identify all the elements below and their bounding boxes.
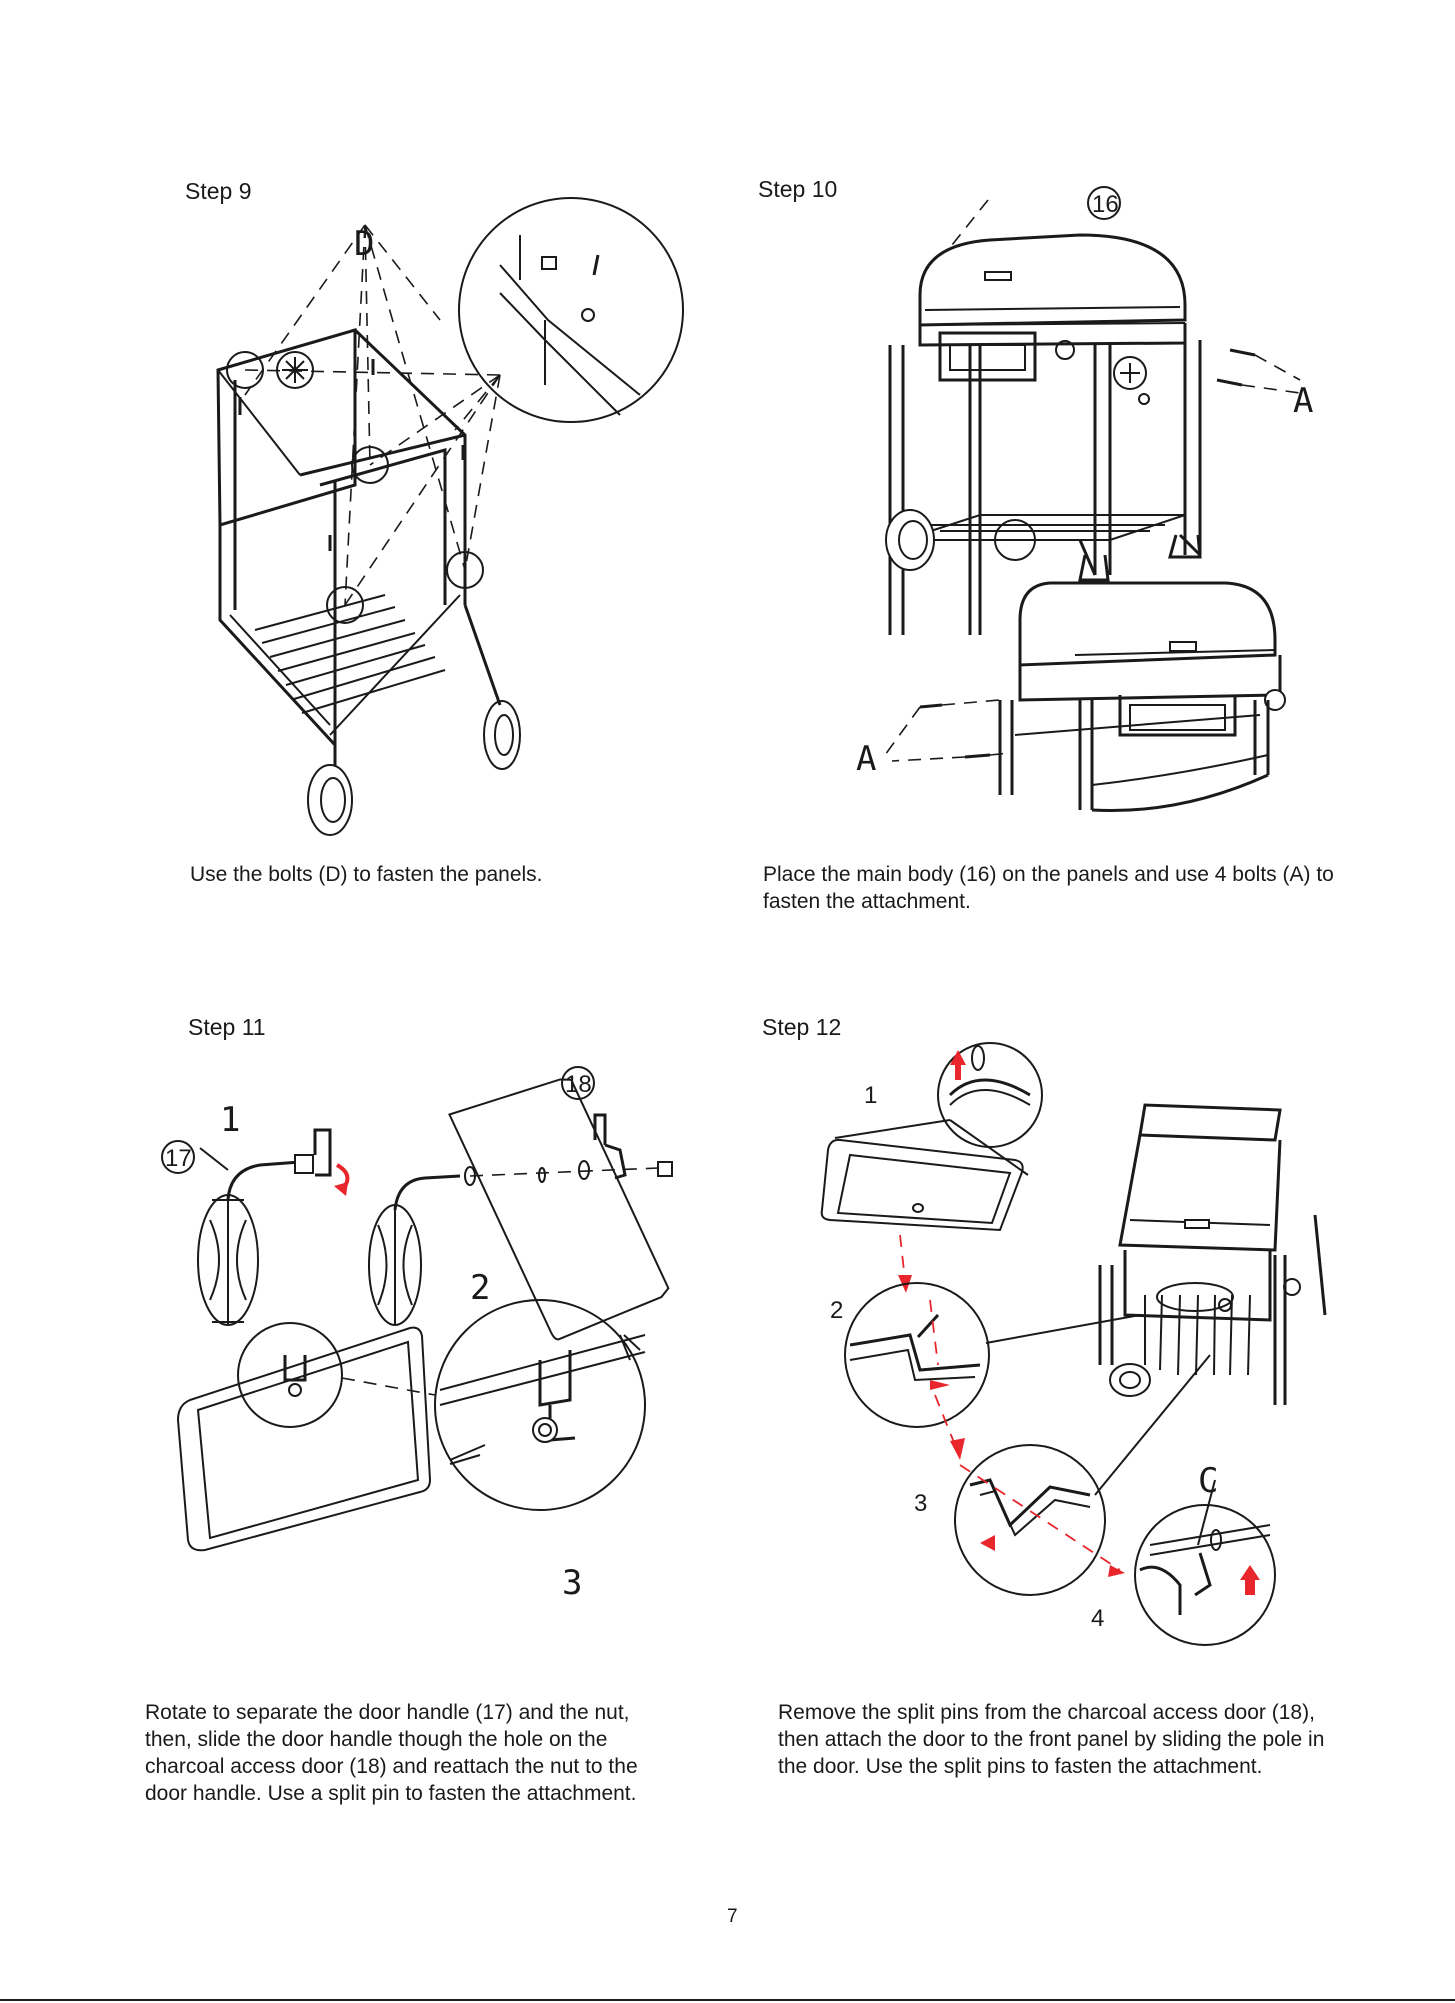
step-9-zoom-circle (458, 197, 684, 423)
step-12-title: Step 12 (762, 1014, 842, 1040)
svg-text:A: A (1293, 381, 1313, 421)
step-10-grill-lower (998, 581, 1286, 813)
svg-text:3: 3 (914, 1490, 927, 1517)
svg-text:1: 1 (220, 1100, 240, 1140)
step-12-caption: Remove the split pins from the charcoal … (778, 1701, 1325, 1778)
svg-text:1: 1 (864, 1082, 877, 1109)
step-11-label-2: 2 (470, 1268, 490, 1308)
svg-text:3: 3 (562, 1563, 582, 1603)
step-11-callout-18: 18 (561, 1066, 595, 1100)
step-9-label-d: D (354, 224, 374, 264)
svg-text:16: 16 (1092, 191, 1119, 218)
step-11-large-zoom (434, 1299, 646, 1511)
svg-text:2: 2 (470, 1268, 490, 1308)
step-9-title: Step 9 (185, 178, 252, 204)
step-10-label-a-top: A (1293, 381, 1313, 421)
step-10-title: Step 10 (758, 176, 838, 202)
step-10-label-a-bottom: A (856, 739, 876, 779)
step-12-label-2: 2 (830, 1297, 843, 1324)
svg-text:D: D (354, 224, 374, 264)
svg-text:A: A (856, 739, 876, 779)
step-12-label-3: 3 (914, 1490, 927, 1517)
step-12-door (820, 1138, 1024, 1232)
step-12-zoom-4 (1134, 1504, 1276, 1646)
page-number: 7 (727, 1906, 738, 1927)
step-10-grill-upper (885, 233, 1202, 635)
step-12-zoom-3 (954, 1444, 1106, 1596)
step-12-illustration (820, 1042, 1327, 1646)
step-11-title: Step 11 (188, 1014, 266, 1040)
svg-text:18: 18 (565, 1071, 592, 1098)
step-11-door-18 (448, 1078, 670, 1341)
step-12-label-c: C (1198, 1461, 1218, 1501)
step-9-illustration (216, 197, 684, 836)
step-12-label-4: 4 (1091, 1605, 1104, 1632)
step-10-caption: Place the main body (16) on the panels a… (763, 863, 1334, 913)
step-11-small-zoom (237, 1322, 343, 1428)
step-11-callout-17: 17 (161, 1140, 195, 1174)
step-9-zoom-detail (499, 235, 641, 416)
svg-text:C: C (1198, 1461, 1218, 1501)
svg-text:4: 4 (1091, 1605, 1104, 1632)
bottom-rule (0, 1999, 1455, 2001)
step-9-caption: Use the bolts (D) to fasten the panels. (190, 863, 543, 886)
svg-text:17: 17 (165, 1145, 192, 1172)
step-12-grill (1098, 1103, 1327, 1405)
step-11-label-3: 3 (562, 1563, 582, 1603)
svg-text:2: 2 (830, 1297, 843, 1324)
step-11-handle-1 (197, 1128, 332, 1326)
step-12-zoom-2 (844, 1282, 990, 1428)
step-12-label-1: 1 (864, 1082, 877, 1109)
step-11-illustration (176, 1078, 673, 1552)
step-9-cart-frame (216, 327, 521, 836)
step-10-callout-16: 16 (1087, 186, 1121, 220)
step-11-label-1: 1 (220, 1100, 240, 1140)
step-11-caption: Rotate to separate the door handle (17) … (145, 1701, 638, 1805)
step-11-handle-2 (368, 1166, 476, 1326)
step-10-illustration (884, 199, 1301, 813)
